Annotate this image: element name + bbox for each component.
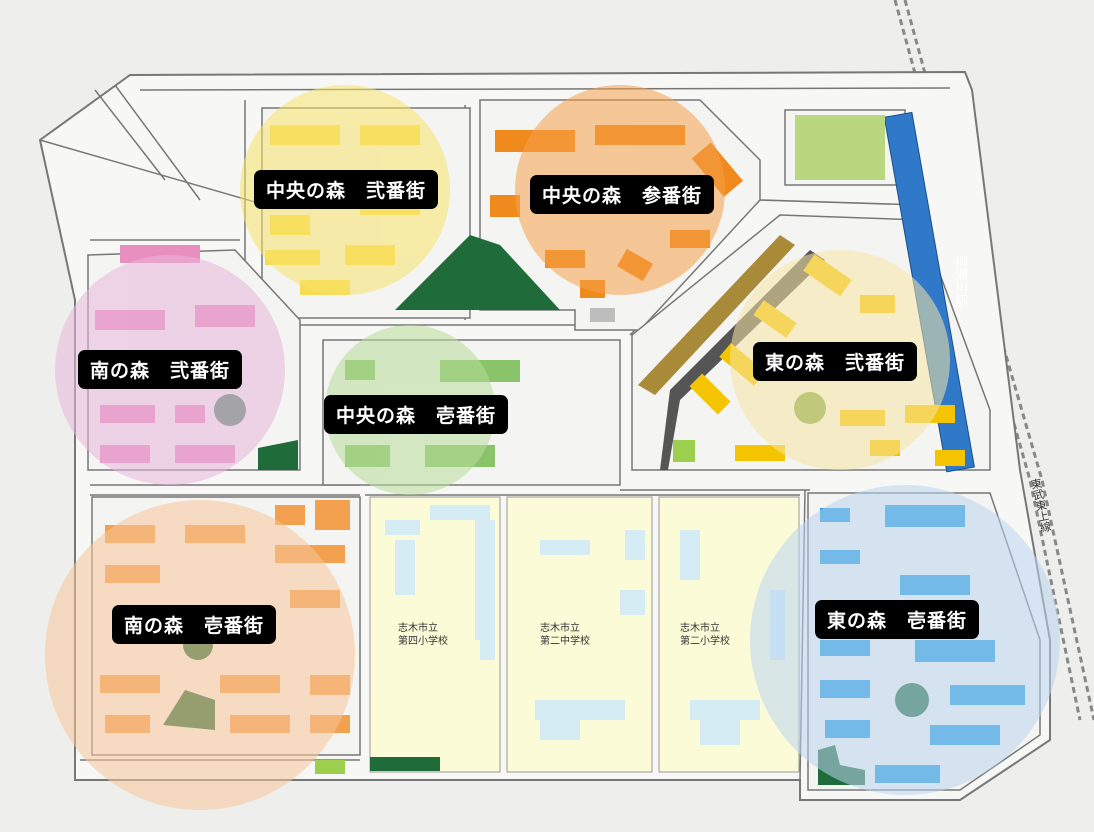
school-3-line2: 第二小学校 [680, 636, 730, 647]
station-name: 柳瀬川駅 [952, 255, 967, 307]
school-2-line2: 第二中学校 [540, 636, 590, 647]
label-higashi-1[interactable]: 東の森 壱番街 [815, 600, 980, 639]
label-higashi-2[interactable]: 東の森 弐番街 [753, 342, 918, 381]
railway-track [893, 0, 1094, 721]
label-minami-2[interactable]: 南の森 弐番街 [78, 350, 243, 389]
school-1-line1: 志木市立 [398, 623, 438, 634]
school-2-line1: 志木市立 [540, 623, 580, 634]
label-minami-1[interactable]: 南の森 壱番街 [112, 605, 277, 644]
building-gray [590, 308, 615, 322]
circle-minami-1 [45, 500, 355, 810]
school-label-2nd-junior-high: 志木市立 第二中学校 [540, 622, 590, 648]
building-green-bottom [315, 760, 345, 774]
label-chuo-2[interactable]: 中央の森 弐番街 [254, 170, 439, 209]
building-green-small [673, 440, 695, 462]
label-chuo-3[interactable]: 中央の森 参番街 [530, 175, 715, 214]
school-label-2nd-elementary: 志木市立 第二小学校 [680, 622, 730, 648]
school-1-line2: 第四小学校 [398, 636, 448, 647]
school-3-line1: 志木市立 [680, 623, 720, 634]
label-chuo-1[interactable]: 中央の森 壱番街 [324, 395, 509, 434]
school-label-4th-elementary: 志木市立 第四小学校 [398, 622, 448, 648]
circle-higashi-1 [750, 485, 1060, 795]
